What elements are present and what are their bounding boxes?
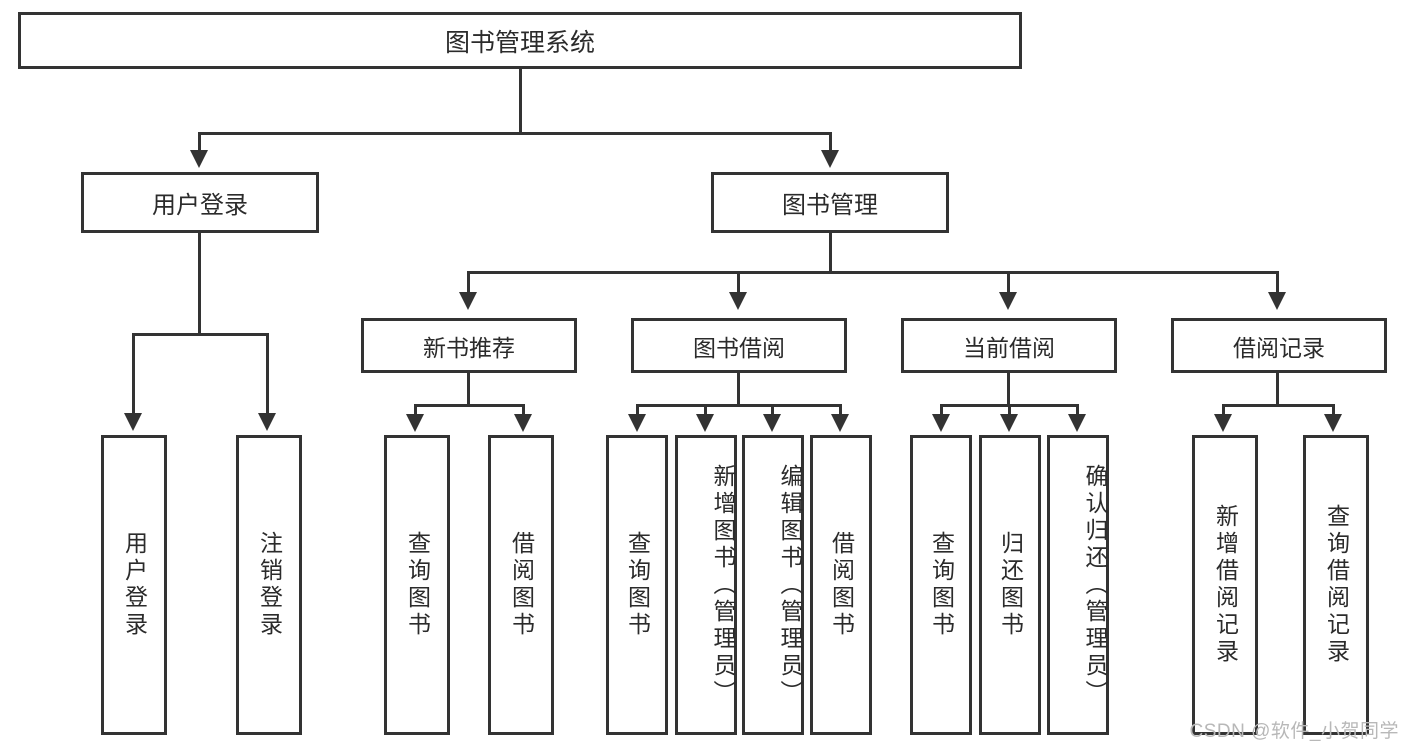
leaf-label: 借阅图书 bbox=[508, 531, 535, 639]
connector-user-login-stem bbox=[198, 233, 201, 335]
connector-root-stem bbox=[519, 69, 522, 134]
connector-bm-to-new-book bbox=[467, 271, 470, 294]
connector-bb-to-leaf-3 bbox=[771, 404, 774, 416]
leaf-query-book-bb[interactable]: 查询图书 bbox=[606, 435, 668, 735]
connector-cb-to-leaf-1 bbox=[940, 404, 943, 416]
leaf-label: 借阅图书 bbox=[828, 531, 855, 639]
connector-borrow-record-stem bbox=[1276, 373, 1279, 406]
connector-br-to-leaf-1 bbox=[1222, 404, 1225, 416]
node-book-management[interactable]: 图书管理 bbox=[711, 172, 949, 233]
leaf-query-book-nb[interactable]: 查询图书 bbox=[384, 435, 450, 735]
node-label: 借阅记录 bbox=[1233, 334, 1325, 361]
arrow-bb-to-leaf-1 bbox=[628, 414, 646, 432]
node-label: 当前借阅 bbox=[963, 334, 1055, 361]
arrow-bb-to-leaf-4 bbox=[831, 414, 849, 432]
connector-user-login-bus bbox=[132, 333, 269, 336]
arrow-bm-to-borrow-record bbox=[1268, 292, 1286, 310]
connector-nb-to-leaf-2 bbox=[522, 404, 525, 416]
node-label: 图书借阅 bbox=[693, 334, 785, 361]
node-label: 用户登录 bbox=[152, 192, 248, 219]
arrow-br-to-leaf-1 bbox=[1214, 414, 1232, 432]
arrow-cb-to-leaf-1 bbox=[932, 414, 950, 432]
leaf-confirm-return-admin[interactable]: 确认归还（管理员） bbox=[1047, 435, 1109, 735]
leaf-edit-book-admin[interactable]: 编辑图书（管理员） bbox=[742, 435, 804, 735]
arrow-bm-to-current-borrow bbox=[999, 292, 1017, 310]
arrow-nb-to-leaf-1 bbox=[406, 414, 424, 432]
leaf-label: 用户登录 bbox=[121, 531, 148, 639]
leaf-label: 确认归还（管理员） bbox=[1082, 463, 1108, 707]
connector-book-borrow-bus bbox=[636, 404, 842, 407]
connector-user-login-to-leaf-2 bbox=[266, 333, 269, 415]
connector-cb-to-leaf-2 bbox=[1008, 404, 1011, 416]
leaf-label: 查询图书 bbox=[928, 531, 955, 639]
arrow-br-to-leaf-2 bbox=[1324, 414, 1342, 432]
connector-bm-to-book-borrow bbox=[737, 271, 740, 294]
connector-bm-to-borrow-record bbox=[1276, 271, 1279, 294]
node-label: 图书管理系统 bbox=[444, 28, 595, 57]
leaf-label: 编辑图书（管理员） bbox=[777, 463, 803, 707]
leaf-logout-login[interactable]: 注销登录 bbox=[236, 435, 302, 735]
arrow-user-login-to-leaf-1 bbox=[124, 413, 142, 431]
arrow-root-to-book-management bbox=[821, 150, 839, 168]
node-user-login[interactable]: 用户登录 bbox=[81, 172, 319, 233]
leaf-label: 查询借阅记录 bbox=[1323, 504, 1350, 666]
arrow-bm-to-new-book bbox=[459, 292, 477, 310]
connector-new-book-stem bbox=[467, 373, 470, 406]
connector-bb-to-leaf-1 bbox=[636, 404, 639, 416]
leaf-label: 归还图书 bbox=[997, 531, 1024, 639]
arrow-root-to-user-login bbox=[190, 150, 208, 168]
connector-user-login-to-leaf-1 bbox=[132, 333, 135, 415]
connector-borrow-record-bus bbox=[1222, 404, 1335, 407]
leaf-label: 新增图书（管理员） bbox=[710, 463, 736, 707]
watermark-text: CSDN @软件_小贺同学 bbox=[1189, 721, 1399, 742]
node-root-book-management-system[interactable]: 图书管理系统 bbox=[18, 12, 1022, 69]
arrow-bm-to-book-borrow bbox=[729, 292, 747, 310]
leaf-label: 新增借阅记录 bbox=[1212, 504, 1239, 666]
connector-root-to-book-management bbox=[829, 132, 832, 152]
connector-br-to-leaf-2 bbox=[1332, 404, 1335, 416]
node-borrow-record[interactable]: 借阅记录 bbox=[1171, 318, 1387, 373]
arrow-bb-to-leaf-2 bbox=[696, 414, 714, 432]
leaf-query-borrow-record[interactable]: 查询借阅记录 bbox=[1303, 435, 1369, 735]
leaf-query-book-cb[interactable]: 查询图书 bbox=[910, 435, 972, 735]
leaf-label: 查询图书 bbox=[404, 531, 431, 639]
node-label: 新书推荐 bbox=[423, 334, 515, 361]
leaf-user-login[interactable]: 用户登录 bbox=[101, 435, 167, 735]
arrow-bb-to-leaf-3 bbox=[763, 414, 781, 432]
connector-bb-to-leaf-4 bbox=[839, 404, 842, 416]
connector-bm-to-current-borrow bbox=[1007, 271, 1010, 294]
connector-root-bus bbox=[198, 132, 832, 135]
leaf-add-book-admin[interactable]: 新增图书（管理员） bbox=[675, 435, 737, 735]
connector-bb-to-leaf-2 bbox=[704, 404, 707, 416]
arrow-nb-to-leaf-2 bbox=[514, 414, 532, 432]
leaf-borrow-book-nb[interactable]: 借阅图书 bbox=[488, 435, 554, 735]
leaf-label: 注销登录 bbox=[256, 531, 283, 639]
leaf-add-borrow-record[interactable]: 新增借阅记录 bbox=[1192, 435, 1258, 735]
connector-current-borrow-stem bbox=[1007, 373, 1010, 406]
node-new-book-recommend[interactable]: 新书推荐 bbox=[361, 318, 577, 373]
leaf-borrow-book-bb[interactable]: 借阅图书 bbox=[810, 435, 872, 735]
connector-book-borrow-stem bbox=[737, 373, 740, 406]
arrow-cb-to-leaf-3 bbox=[1068, 414, 1086, 432]
connector-root-to-user-login bbox=[198, 132, 201, 152]
arrow-user-login-to-leaf-2 bbox=[258, 413, 276, 431]
connector-nb-to-leaf-1 bbox=[414, 404, 417, 416]
node-current-borrow[interactable]: 当前借阅 bbox=[901, 318, 1117, 373]
node-label: 图书管理 bbox=[782, 192, 878, 219]
arrow-cb-to-leaf-2 bbox=[1000, 414, 1018, 432]
connector-book-management-bus bbox=[467, 271, 1279, 274]
leaf-label: 查询图书 bbox=[624, 531, 651, 639]
connector-book-management-stem bbox=[829, 233, 832, 273]
node-book-borrow[interactable]: 图书借阅 bbox=[631, 318, 847, 373]
connector-new-book-bus bbox=[414, 404, 525, 407]
connector-cb-to-leaf-3 bbox=[1076, 404, 1079, 416]
leaf-return-book[interactable]: 归还图书 bbox=[979, 435, 1041, 735]
